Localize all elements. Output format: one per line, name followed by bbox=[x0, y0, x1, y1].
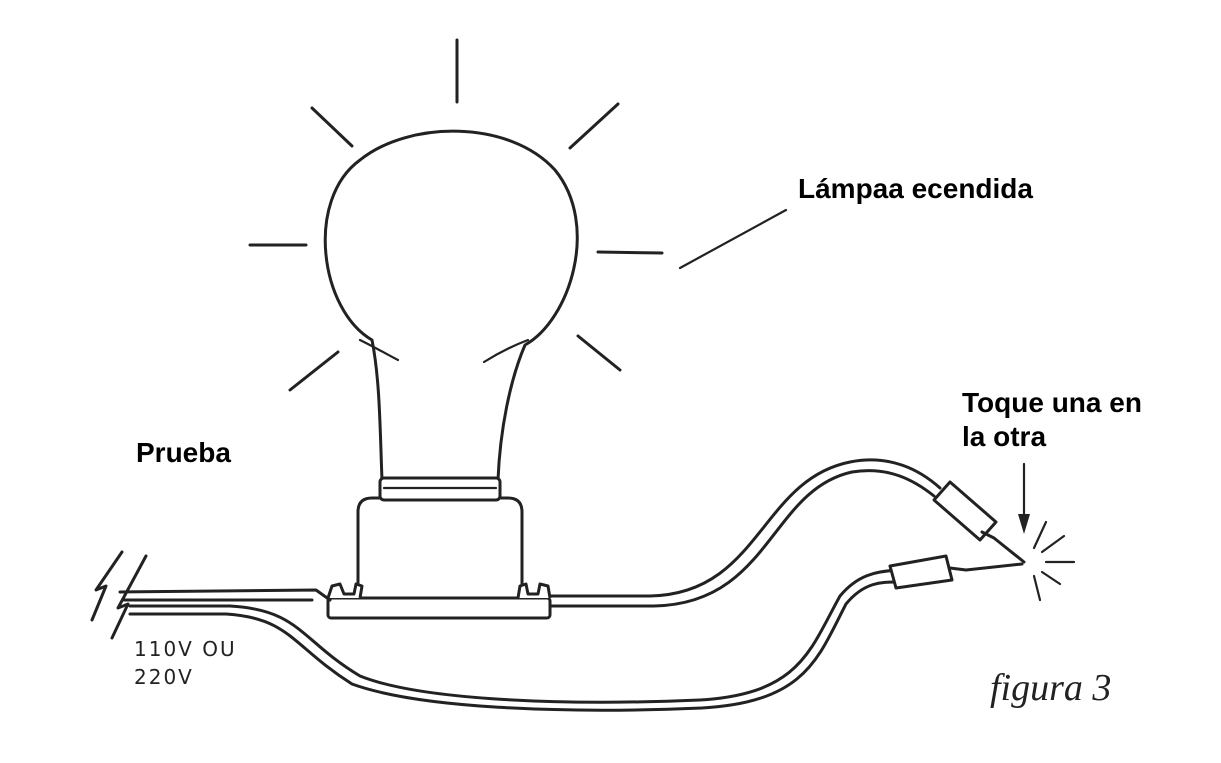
light-bulb bbox=[323, 129, 579, 502]
voltage-label-line1: 110V OU bbox=[134, 637, 237, 661]
upper-probe bbox=[932, 480, 1026, 564]
touch-arrow bbox=[1018, 462, 1030, 534]
lamp-on-label: Lámpaa ecendida bbox=[798, 173, 1033, 204]
lower-probe bbox=[888, 554, 1024, 590]
lower-test-wire bbox=[128, 568, 898, 704]
spark bbox=[1032, 520, 1076, 602]
figure-caption: figura 3 bbox=[990, 667, 1112, 709]
break-marks bbox=[90, 550, 148, 640]
label-pointer-line bbox=[678, 208, 788, 270]
lamp-holder bbox=[326, 496, 552, 620]
test-label: Prueba bbox=[136, 437, 231, 468]
touch-label-line1: Toque una en bbox=[962, 387, 1142, 418]
mains-cord bbox=[118, 588, 332, 602]
touch-label-line2: la otra bbox=[962, 421, 1047, 452]
voltage-label-line2: 220V bbox=[134, 665, 194, 689]
light-rays bbox=[248, 38, 664, 392]
upper-test-wire bbox=[548, 458, 942, 598]
